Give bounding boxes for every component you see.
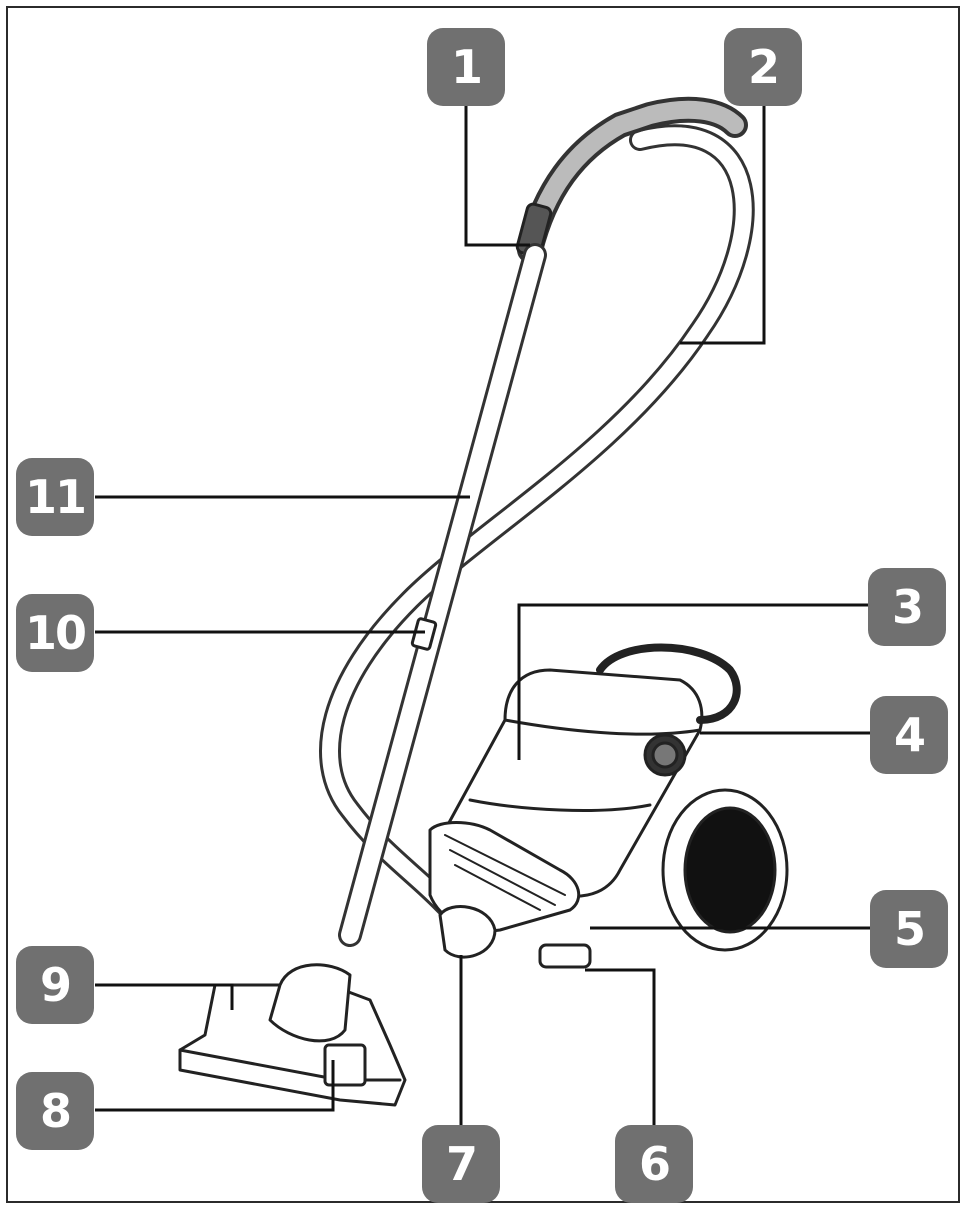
leader-line-8 [95, 1060, 335, 1112]
callout-badge-4: 4 [870, 696, 948, 774]
carry-handle [596, 643, 741, 724]
callout-badge-3: 3 [868, 568, 946, 646]
callout-badge-1: 1 [427, 28, 505, 106]
callout-badge-5: 5 [870, 890, 948, 968]
leader-line-3 [517, 603, 868, 760]
leader-line-2 [680, 105, 766, 345]
callout-badge-11: 11 [16, 458, 94, 536]
hose-inner [322, 127, 752, 948]
callout-badge-10: 10 [16, 594, 94, 672]
leader-line-1 [464, 105, 530, 247]
callout-badge-8: 8 [16, 1072, 94, 1150]
callout-badge-9: 9 [16, 946, 94, 1024]
leader-line-6 [585, 968, 656, 1125]
callout-badge-6: 6 [615, 1125, 693, 1203]
callout-badge-7: 7 [422, 1125, 500, 1203]
callout-badge-2: 2 [724, 28, 802, 106]
leader-line-9 [95, 983, 234, 1010]
